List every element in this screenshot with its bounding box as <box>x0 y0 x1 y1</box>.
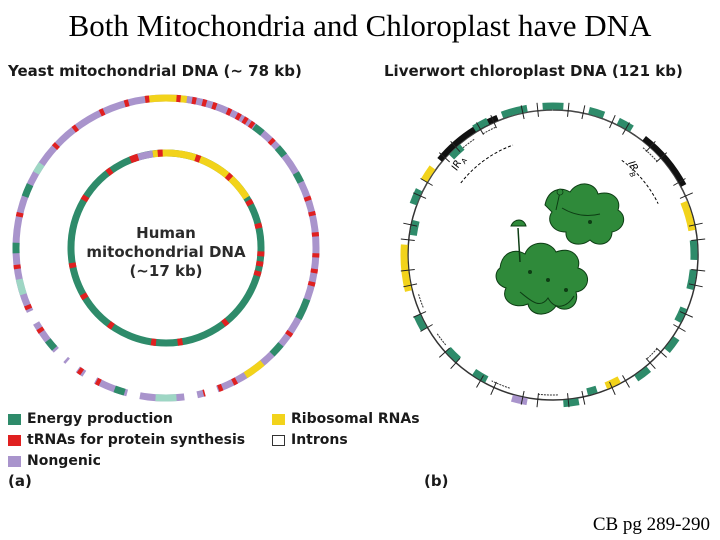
yeast-trna-mark <box>212 105 216 106</box>
yeast-gene-block <box>36 164 42 173</box>
yeast-gene-block <box>25 185 30 197</box>
legend-nongenic: Nongenic <box>8 453 101 469</box>
yeast-trna-mark <box>17 265 18 269</box>
ir-b-subscript: B <box>627 171 636 179</box>
cp-trna-tick <box>568 103 569 117</box>
legend-swatch-rrna <box>272 414 285 425</box>
cp-trna-tick <box>691 239 705 240</box>
cp-gene-block <box>413 221 416 235</box>
yeast-trna-mark <box>202 102 206 103</box>
legend-swatch-nongenic <box>8 456 21 467</box>
cp-gene-block <box>424 167 432 180</box>
cp-trna-tick <box>537 393 538 407</box>
yeast-trna-mark <box>311 282 312 286</box>
human-trna-mark <box>227 175 231 178</box>
yeast-gene-block <box>245 363 262 375</box>
yeast-gene-block <box>19 279 23 294</box>
human-trna-mark <box>83 294 86 298</box>
yeast-gene-block <box>272 344 281 354</box>
human-mtdna-label-line3: (~17 kb) <box>60 262 272 281</box>
yeast-trna-mark <box>236 116 240 118</box>
cp-gene-block <box>589 110 604 115</box>
human-trna-mark <box>178 342 183 343</box>
cp-gene-block <box>563 402 578 404</box>
yeast-trna-mark <box>312 212 313 216</box>
legend-swatch-introns <box>272 435 285 446</box>
legend-ribosomal-rna: Ribosomal RNAs <box>272 411 420 427</box>
panel-b-letter: (b) <box>424 472 448 490</box>
ir-a-arrow <box>461 145 513 183</box>
yeast-gene-block <box>296 173 301 182</box>
yeast-trna-mark <box>74 127 77 130</box>
cp-gene-block <box>693 240 694 260</box>
yeast-gap <box>205 389 217 393</box>
yeast-trna-mark <box>27 305 29 309</box>
legend-swatch-energy <box>8 414 21 425</box>
yeast-trna-mark <box>288 332 290 335</box>
cp-gene-block <box>512 398 527 402</box>
liverwort-plant-illustration <box>496 184 624 314</box>
human-trna-mark <box>108 170 112 173</box>
yeast-trna-mark <box>79 370 82 372</box>
yeast-gene-block <box>115 389 125 392</box>
human-trna-mark <box>151 342 156 343</box>
legend-label-nongenic: Nongenic <box>27 453 101 469</box>
yeast-trna-mark <box>55 145 58 148</box>
legend-label-rrna: Ribosomal RNAs <box>291 411 420 427</box>
svg-text:IRB: IRB <box>623 159 642 179</box>
yeast-gap <box>184 395 197 397</box>
human-nongenic-arc <box>137 154 153 158</box>
yeast-trna-mark <box>145 99 149 100</box>
yeast-trna-mark <box>125 103 129 104</box>
human-mtdna-label-line2: mitochondrial DNA <box>60 243 272 262</box>
yeast-gap <box>68 361 78 369</box>
cp-gene-block <box>448 349 458 359</box>
yeast-trna-mark <box>100 111 104 113</box>
cp-gene-block <box>636 369 648 378</box>
human-trna-mark <box>195 158 200 160</box>
yeast-trna-mark <box>19 213 20 217</box>
legend-label-energy: Energy production <box>27 411 173 427</box>
cp-gene-block <box>690 270 693 289</box>
yeast-trna-mark <box>307 197 308 201</box>
cp-trna-tick <box>401 239 415 240</box>
yeast-gap <box>56 350 65 359</box>
legend-trna: tRNAs for protein synthesis <box>8 432 245 448</box>
yeast-trna-mark <box>39 328 41 332</box>
yeast-trna-mark <box>97 381 101 383</box>
yeast-trna-mark <box>243 119 247 121</box>
yeast-trna-mark <box>218 387 222 389</box>
human-trna-mark <box>130 158 135 160</box>
yeast-trna-mark <box>233 380 237 382</box>
yeast-gap <box>30 311 36 323</box>
cp-gene-block <box>618 121 632 129</box>
citation: CB pg 289-290 <box>593 514 710 536</box>
legend-energy-production: Energy production <box>8 411 173 427</box>
yeast-trna-mark <box>227 111 231 113</box>
yeast-trna-mark <box>314 269 315 273</box>
human-trna-mark <box>109 324 113 327</box>
yeast-trna-mark <box>192 100 196 101</box>
human-mtdna-label-line1: Human <box>60 224 272 243</box>
cp-gene-block <box>667 338 676 350</box>
legend-introns: Introns <box>272 432 348 448</box>
cp-trna-tick <box>537 103 538 117</box>
human-trna-mark <box>84 196 87 200</box>
yeast-gap <box>127 393 140 396</box>
inverted-repeat-markers: IRA IRB <box>450 154 642 179</box>
legend-swatch-trna <box>8 435 21 446</box>
human-trna-mark <box>223 321 227 324</box>
yeast-trna-mark <box>250 124 253 126</box>
cp-gene-block <box>474 121 488 129</box>
yeast-gene-block <box>298 299 307 318</box>
cp-gene-block <box>684 202 692 230</box>
yeast-gap <box>84 374 95 381</box>
yeast-trna-mark <box>270 140 273 143</box>
yeast-gene-block <box>254 127 262 133</box>
legend-label-trna: tRNAs for protein synthesis <box>27 432 245 448</box>
cp-gene-block <box>587 389 596 392</box>
human-trna-mark <box>248 201 250 205</box>
panel-a-letter: (a) <box>8 472 32 490</box>
legend-label-introns: Introns <box>291 432 348 448</box>
